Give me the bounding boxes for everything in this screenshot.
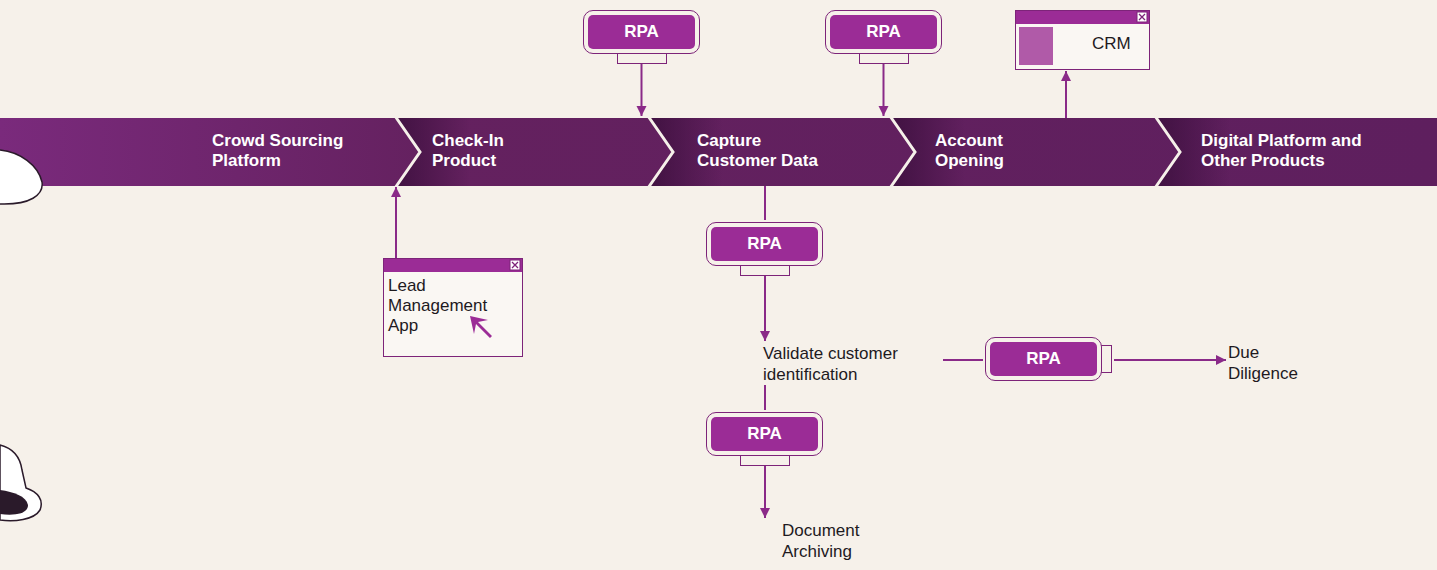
flow-connector bbox=[764, 385, 766, 410]
rpa-frame: RPA bbox=[825, 10, 942, 54]
rpa-bot: RPA bbox=[706, 222, 823, 276]
process-step: Digital Platform and Other Products bbox=[1150, 118, 1437, 186]
flow-connector bbox=[1114, 359, 1226, 361]
flow-connector bbox=[764, 276, 766, 341]
process-band bbox=[0, 118, 1437, 186]
process-step: Crowd Sourcing Platform bbox=[0, 118, 390, 186]
rpa-frame: RPA bbox=[706, 222, 823, 266]
flow-connector bbox=[883, 64, 885, 116]
rpa-frame: RPA bbox=[706, 412, 823, 456]
rpa-frame: RPA bbox=[583, 10, 700, 54]
step-label: Check-In Product bbox=[432, 118, 542, 171]
close-cross bbox=[512, 262, 518, 268]
window-body: CRM bbox=[1016, 24, 1149, 68]
close-cross bbox=[1139, 14, 1145, 20]
app-window: Lead Management App bbox=[383, 258, 523, 357]
rpa-frame: RPA bbox=[985, 337, 1102, 381]
flow-connector bbox=[395, 187, 397, 258]
step-text: Document Archiving bbox=[760, 520, 885, 562]
cursor-icon bbox=[468, 314, 494, 340]
cursor-arrow bbox=[470, 316, 492, 338]
close-box bbox=[510, 260, 520, 270]
process-step: Check-In Product bbox=[390, 118, 640, 186]
close-icon bbox=[1136, 11, 1148, 23]
rpa-bot: RPA bbox=[706, 412, 823, 466]
rpa-screen: RPA bbox=[588, 15, 695, 49]
chevron-divider bbox=[395, 116, 420, 188]
step-text: Due Diligence bbox=[1228, 342, 1333, 384]
step-text-label: Document Archiving bbox=[782, 520, 885, 562]
person-shoe bbox=[0, 490, 28, 515]
rpa-bot: RPA bbox=[583, 10, 700, 64]
flow-connector bbox=[764, 186, 766, 220]
person-illustration bbox=[0, 150, 42, 204]
person-illustration bbox=[0, 445, 41, 521]
flow-connector bbox=[1065, 71, 1067, 118]
step-text: Validate customer identification bbox=[763, 343, 941, 385]
app-window: CRM bbox=[1015, 10, 1150, 70]
rpa-bot: RPA bbox=[985, 337, 1112, 381]
rpa-screen: RPA bbox=[711, 417, 818, 451]
close-icon bbox=[509, 259, 521, 271]
rpa-screen: RPA bbox=[830, 15, 937, 49]
step-label: Account Opening bbox=[935, 118, 1045, 171]
rpa-label: RPA bbox=[624, 22, 659, 41]
step-text-label: Due Diligence bbox=[1228, 342, 1333, 384]
process-step: Capture Customer Data bbox=[640, 118, 878, 186]
chevron-divider bbox=[648, 116, 673, 188]
rpa-label: RPA bbox=[1026, 349, 1061, 368]
window-titlebar bbox=[1016, 11, 1149, 24]
step-label: Crowd Sourcing Platform bbox=[212, 118, 372, 171]
rpa-screen: RPA bbox=[711, 227, 818, 261]
step-text-label: Validate customer identification bbox=[763, 343, 941, 385]
app-label: Lead Management App bbox=[388, 276, 500, 336]
rpa-screen: RPA bbox=[990, 342, 1097, 376]
flow-connector bbox=[641, 64, 643, 116]
close-box bbox=[1137, 12, 1147, 22]
rpa-label: RPA bbox=[747, 424, 782, 443]
step-label: Digital Platform and Other Products bbox=[1201, 118, 1401, 171]
rpa-bot: RPA bbox=[825, 10, 942, 64]
rpa-label: RPA bbox=[747, 234, 782, 253]
window-body: Lead Management App bbox=[384, 272, 522, 342]
flow-connector bbox=[764, 466, 766, 518]
process-step: Account Opening bbox=[878, 118, 1150, 186]
window-titlebar bbox=[384, 259, 522, 272]
step-label: Capture Customer Data bbox=[697, 118, 837, 171]
app-label: CRM bbox=[1092, 34, 1131, 54]
chevron-divider bbox=[890, 116, 915, 188]
chevron-divider bbox=[1155, 116, 1180, 188]
window-panel bbox=[1019, 27, 1053, 65]
rpa-label: RPA bbox=[866, 22, 901, 41]
flow-connector bbox=[943, 359, 983, 361]
